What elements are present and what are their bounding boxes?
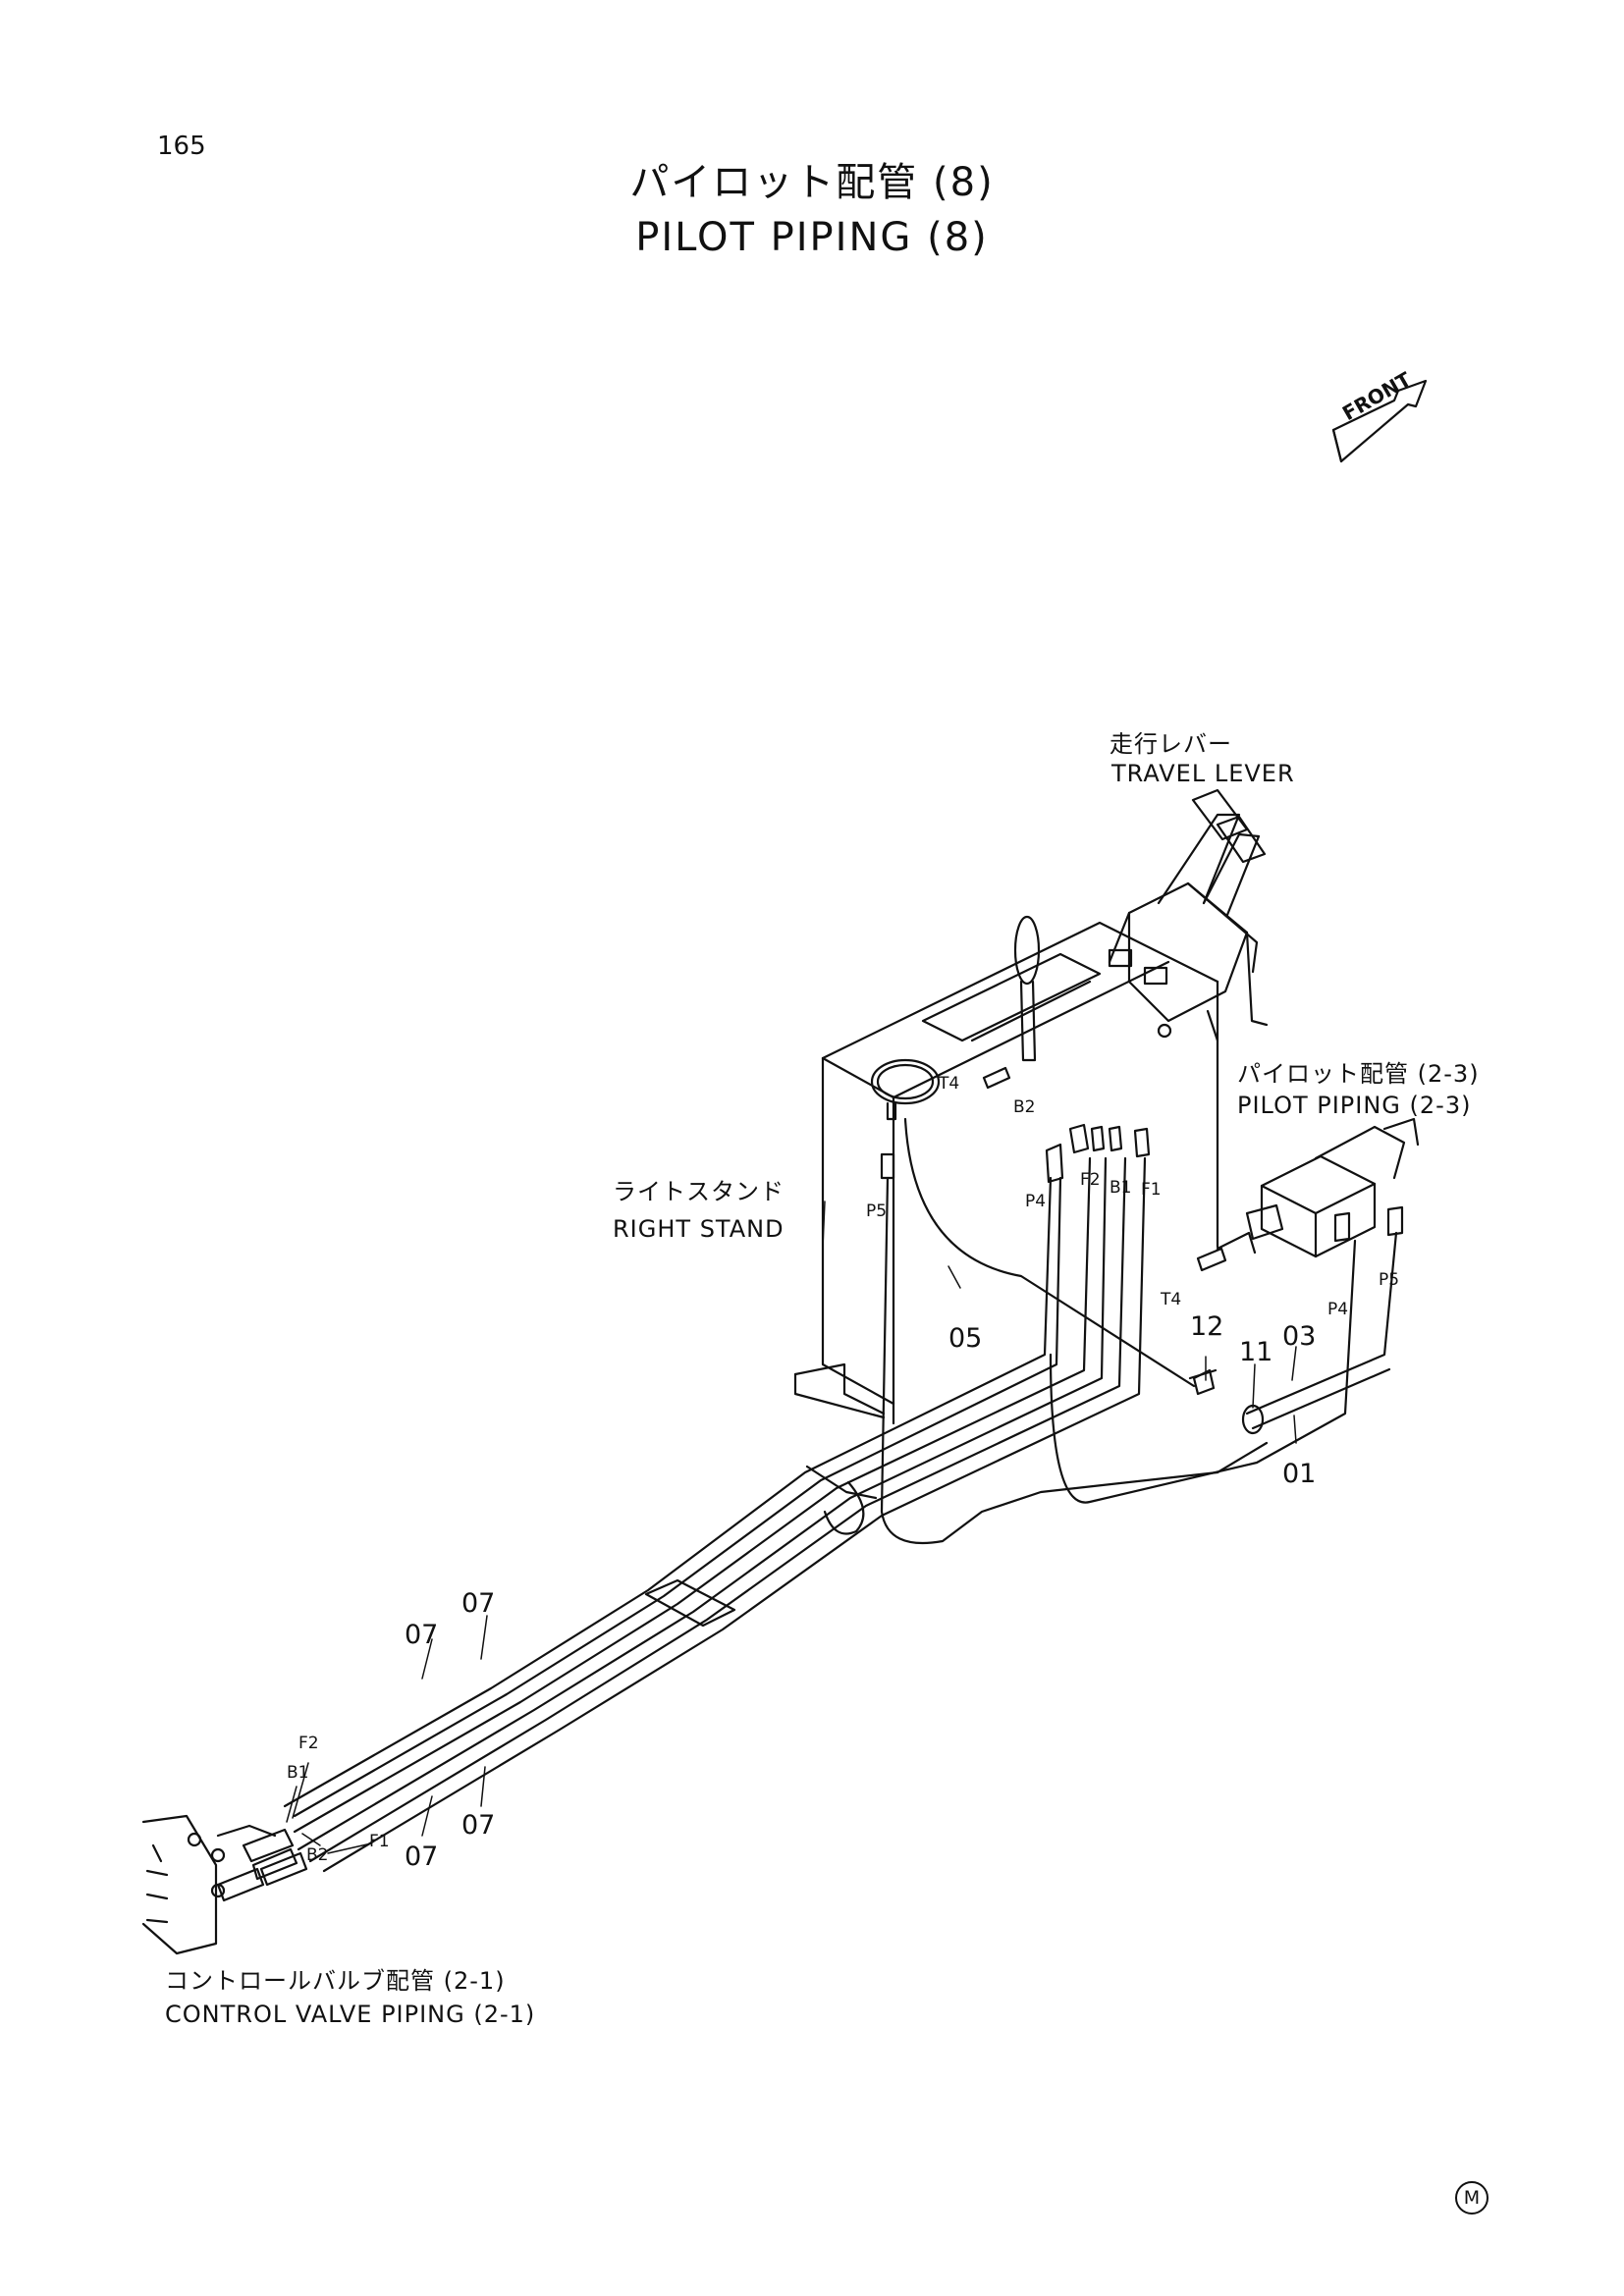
lock-lever-shape [1013, 915, 1041, 1062]
control-valve-piping-label-en: CONTROL VALVE PIPING (2-1) [165, 2001, 536, 2028]
right-stand-shape [793, 921, 1219, 1425]
part-number-12: 12 [1190, 1311, 1224, 1342]
part-number-01: 01 [1282, 1459, 1317, 1489]
travel-lever-label-en: TRAVEL LEVER [1111, 760, 1295, 787]
port-label-p4-right: P4 [1327, 1300, 1349, 1319]
port-label-f2-top: F2 [1080, 1170, 1101, 1190]
part-number-03: 03 [1282, 1321, 1317, 1352]
port-label-f1-top: F1 [1141, 1180, 1162, 1200]
port-label-f2-bottom: F2 [298, 1734, 319, 1753]
right-stand-label-jp: ライトスタンド [613, 1178, 785, 1205]
title-japanese: パイロット配管 (8) [629, 160, 995, 205]
right-stand-label-en: RIGHT STAND [613, 1215, 785, 1243]
footer-m-mark: M [1455, 2181, 1489, 2215]
part-number-07-upper-right: 07 [461, 1588, 496, 1619]
hose-fittings-shape [880, 1066, 1404, 1396]
port-label-t4-mid: T4 [1161, 1290, 1182, 1309]
front-arrow-icon [1331, 379, 1428, 463]
pilot-piping-2-3-label-en: PILOT PIPING (2-3) [1237, 1092, 1472, 1119]
leader-lines [286, 1201, 1297, 1854]
part-number-11: 11 [1239, 1337, 1273, 1367]
control-valve-piping-label-jp: コントロールバルブ配管 (2-1) [165, 1967, 506, 1995]
part-number-07-upper-left: 07 [405, 1620, 439, 1650]
port-label-f1-bottom: F1 [369, 1832, 390, 1851]
control-valve-block-shape [141, 1814, 308, 1955]
pilot-valve-block-shape [1216, 1117, 1420, 1258]
travel-lever-label-jp: 走行レバー [1110, 730, 1232, 758]
port-label-b2-bottom: B2 [306, 1845, 329, 1865]
page-number: 165 [157, 132, 206, 161]
hose-bundle-shape [283, 1117, 1398, 1873]
part-number-05: 05 [948, 1323, 983, 1354]
title-english: PILOT PIPING (8) [635, 215, 989, 260]
port-label-b2-top: B2 [1013, 1097, 1036, 1117]
clamp-shape [644, 1368, 1265, 1628]
port-label-p5-right: P5 [1379, 1270, 1400, 1290]
part-number-07-lower-left: 07 [405, 1842, 439, 1872]
travel-lever-shape [1108, 788, 1269, 1042]
port-label-p5-stand: P5 [866, 1201, 888, 1221]
port-label-t4-top: T4 [939, 1074, 960, 1094]
port-label-p4-stand: P4 [1025, 1192, 1047, 1211]
port-label-b1-bottom: B1 [287, 1763, 309, 1783]
pilot-piping-2-3-label-jp: パイロット配管 (2-3) [1237, 1060, 1480, 1088]
port-label-b1-top: B1 [1110, 1178, 1132, 1198]
part-number-07-lower-right: 07 [461, 1810, 496, 1841]
